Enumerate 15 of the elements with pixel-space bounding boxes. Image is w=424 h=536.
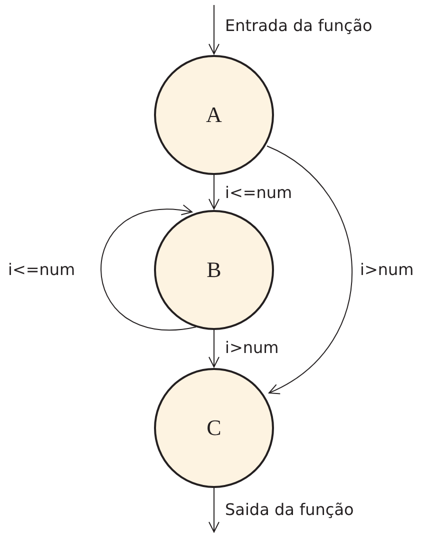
state-label: B xyxy=(206,257,222,283)
edge-label: i<=num xyxy=(225,185,292,201)
arrow xyxy=(208,488,220,532)
arrow xyxy=(208,4,220,54)
edge-label: Saida da função xyxy=(225,502,354,518)
arrow xyxy=(208,330,220,368)
arrow xyxy=(266,146,352,394)
edge-label: i>num xyxy=(360,262,414,278)
arrow xyxy=(208,174,220,210)
edge-label: i>num xyxy=(225,340,279,356)
edge-label: i<=num xyxy=(8,262,76,278)
edge-label: Entrada da função xyxy=(225,18,372,34)
arrow xyxy=(100,206,196,331)
state-label: C xyxy=(206,415,222,441)
state-label: A xyxy=(206,102,222,128)
